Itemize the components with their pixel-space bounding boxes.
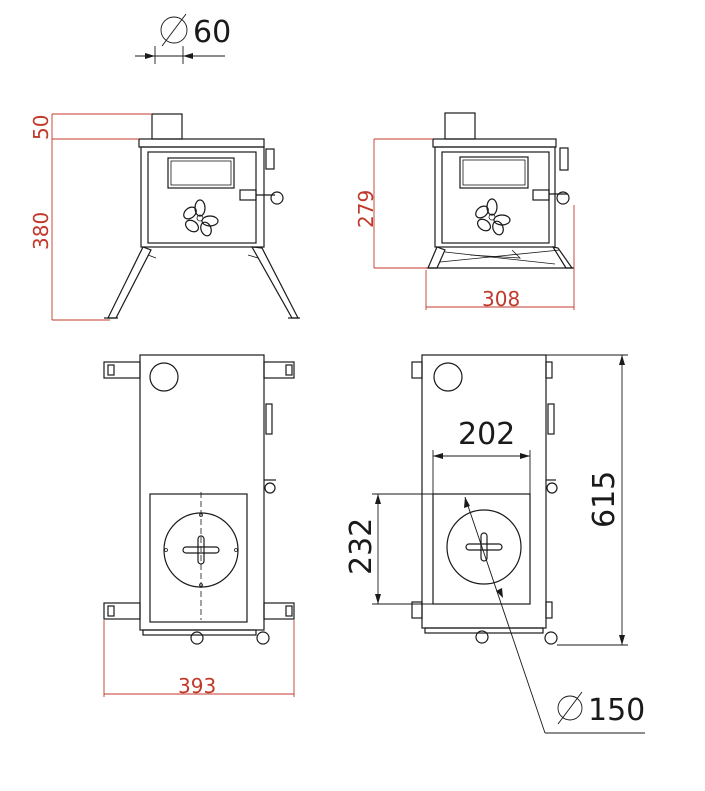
hotplate-depth-label: 232: [344, 518, 379, 575]
flue-pipe: [151, 113, 183, 140]
right-leg: [250, 246, 299, 319]
hotplate-width-dimension: 202: [432, 417, 531, 494]
left-leg: [107, 246, 152, 319]
top-body: [139, 354, 265, 631]
total-depth-dimension: 615: [546, 354, 628, 646]
air-vent-fan-icon-2: [475, 198, 511, 236]
flue-diameter-dimension: 60: [135, 13, 231, 64]
flue-diameter-label: 60: [193, 15, 231, 50]
top-view-right: [411, 354, 558, 645]
hotplate-diameter-dimension: 150: [464, 496, 645, 734]
folded-dimensions: 279 308: [354, 138, 575, 311]
folded-width-label: 308: [482, 287, 520, 311]
top-view-left: [103, 354, 295, 645]
front-width-label: 393: [178, 674, 216, 698]
hotplate-diameter-label: 150: [588, 693, 645, 728]
hotplate-width-label: 202: [458, 417, 515, 452]
hotplate-area: [149, 493, 248, 623]
front-height-dimensions: 50 380: [29, 113, 152, 321]
hotplate-depth-dimension: 232: [344, 493, 433, 605]
flue-height-label: 50: [29, 115, 53, 140]
air-vent-fan-icon: [183, 199, 219, 237]
front-width-dimension: 393: [103, 620, 295, 698]
total-height-label: 380: [29, 212, 53, 250]
front-view: [104, 113, 300, 319]
folded-view: [426, 112, 574, 269]
folded-height-label: 279: [354, 190, 378, 228]
stove-body: [140, 146, 265, 248]
flue-hole: [149, 362, 179, 392]
door-window: [167, 157, 235, 189]
total-depth-label: 615: [587, 471, 622, 528]
